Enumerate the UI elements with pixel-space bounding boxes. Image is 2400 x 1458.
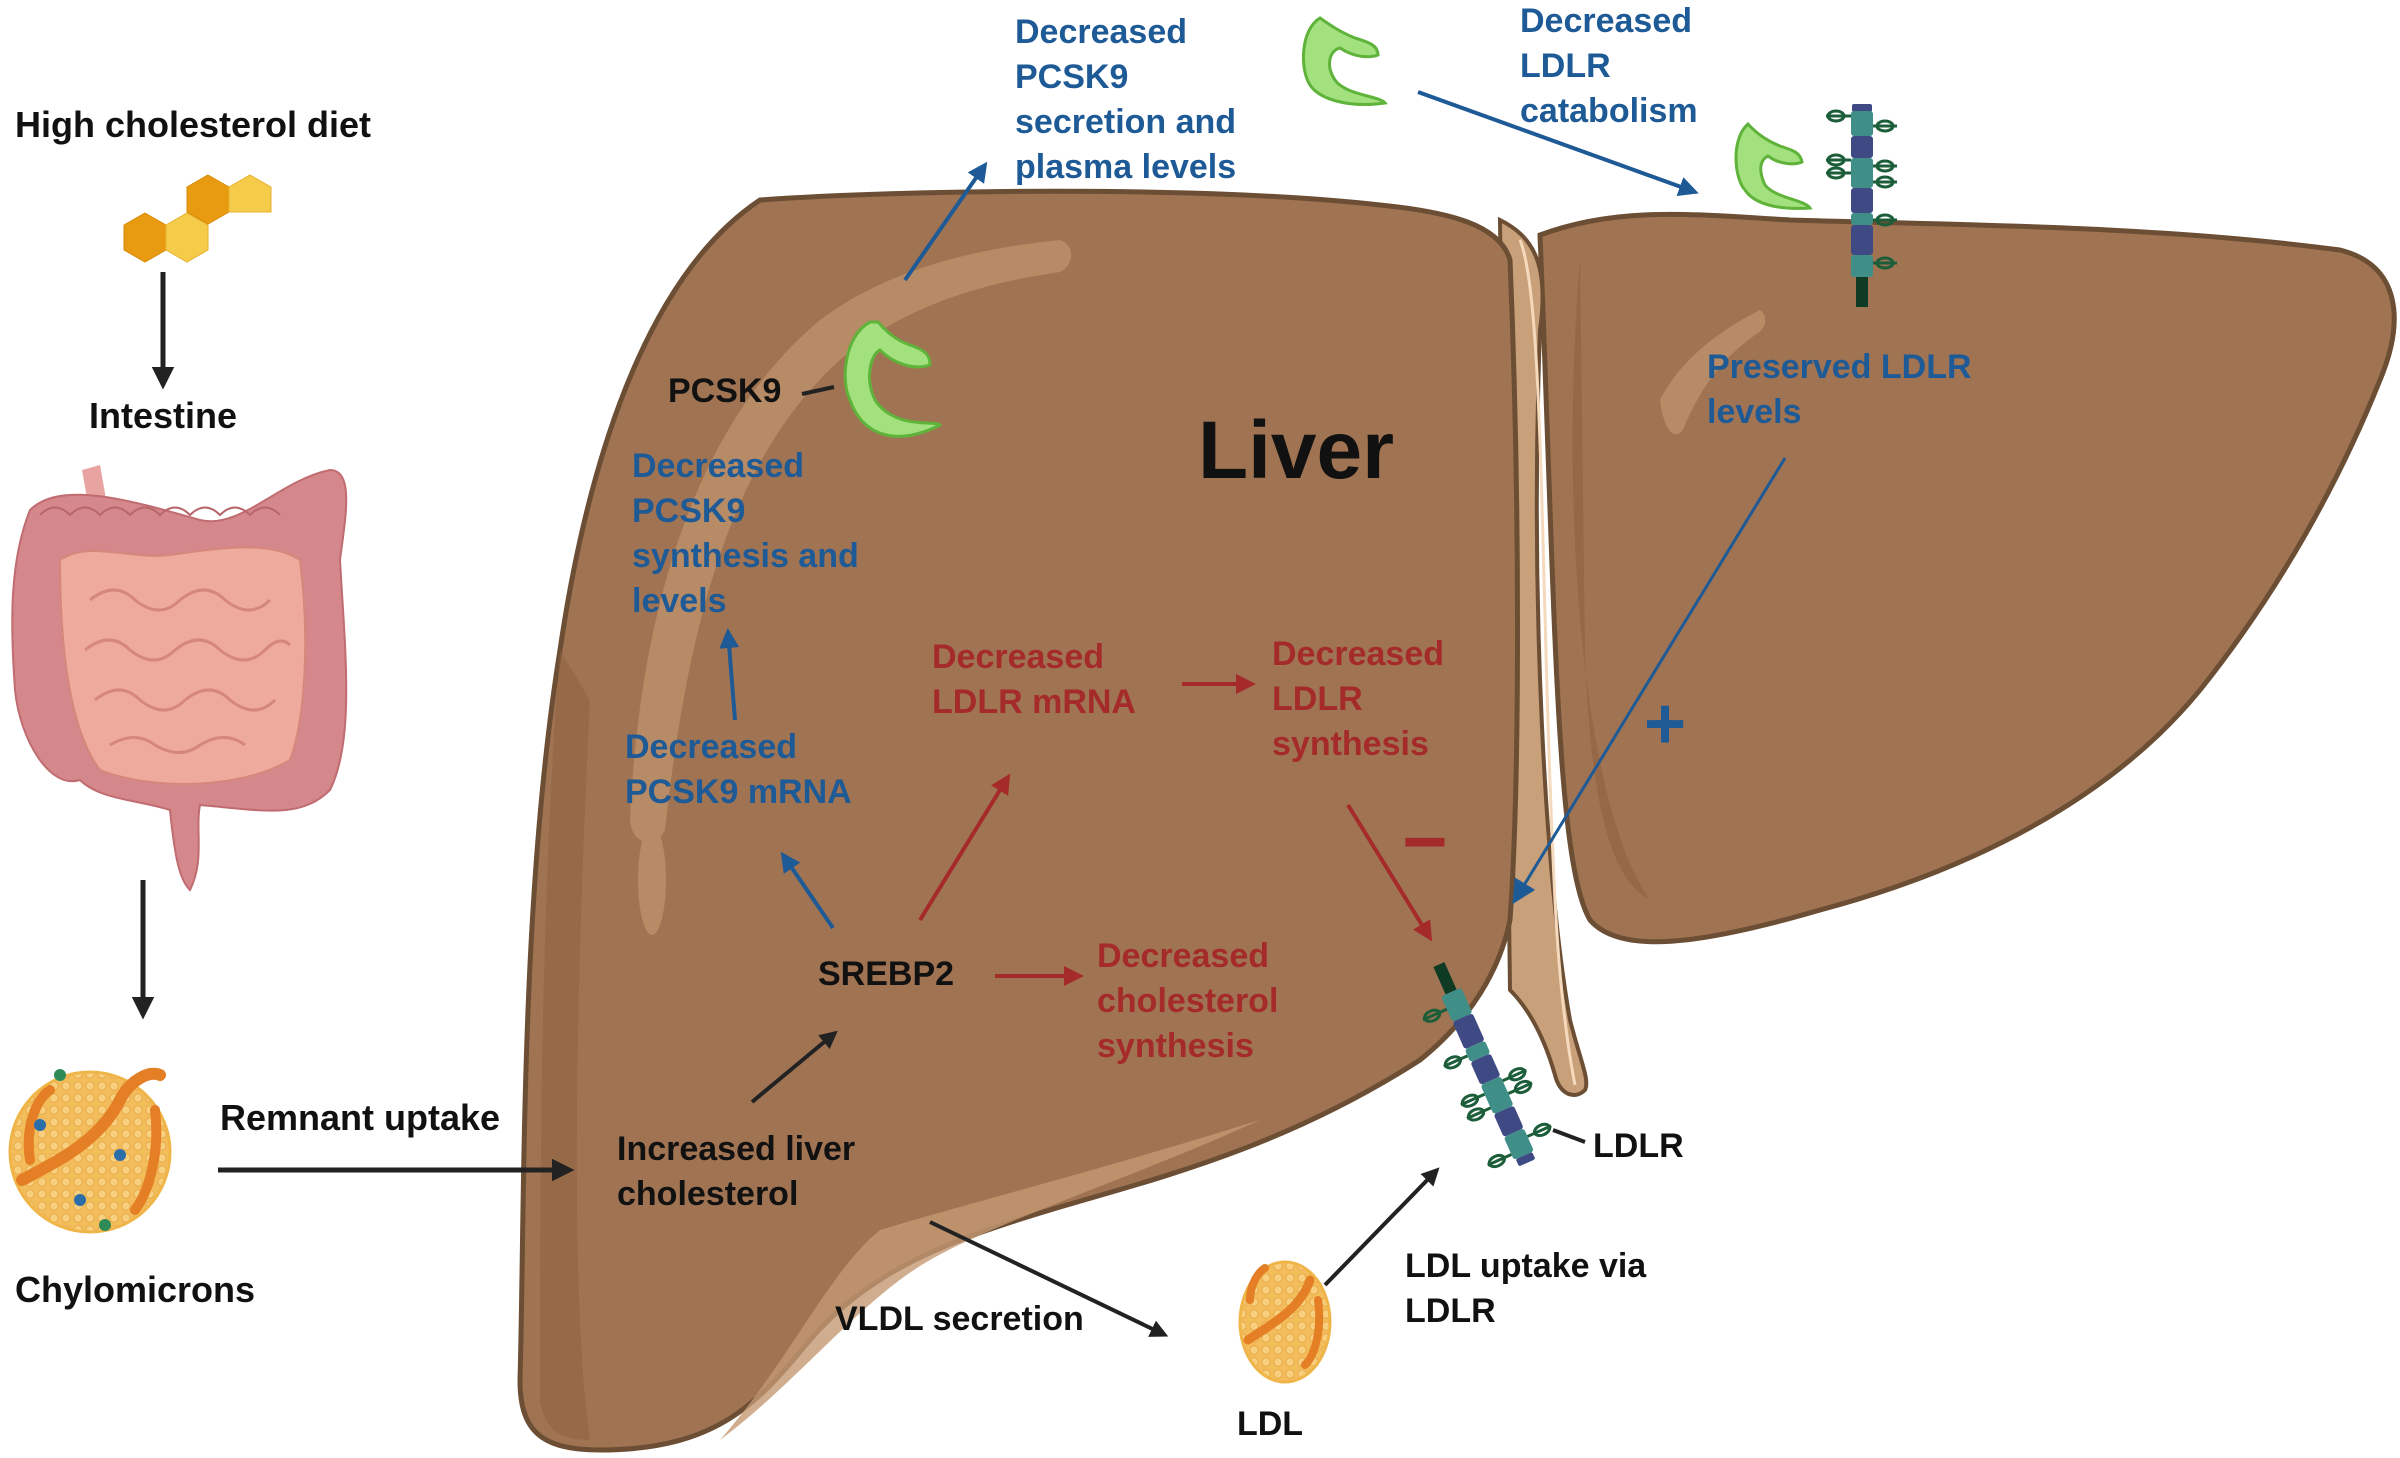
- svg-text:synthesis and: synthesis and: [632, 537, 859, 575]
- vldl-secretion-label: VLDL secretion: [835, 1300, 1084, 1338]
- plus-sign: +: [1644, 684, 1686, 764]
- arrow-ldlr-synthesis-to-receptor: [1346, 803, 1433, 942]
- svg-text:Decreased: Decreased: [1097, 937, 1269, 975]
- svg-text:LDLR: LDLR: [1520, 47, 1611, 85]
- arrow-vldl-secretion: [929, 1220, 1169, 1337]
- ldlr-mrna-text: Decreased LDLR mRNA: [932, 638, 1136, 721]
- pcsk9-mrna-text: Decreased PCSK9 mRNA: [625, 728, 852, 811]
- preserved-ldlr-text: Preserved LDLR levels: [1707, 348, 1972, 431]
- pcsk9-protein-icon: [843, 320, 943, 438]
- ldl-label: LDL: [1237, 1405, 1303, 1443]
- svg-text:synthesis: synthesis: [1097, 1027, 1254, 1065]
- pcsk9-synthesis-text: Decreased PCSK9 synthesis and levels: [632, 447, 859, 620]
- minus-sign: −: [1402, 797, 1448, 885]
- svg-text:levels: levels: [632, 582, 727, 620]
- svg-text:catabolism: catabolism: [1520, 92, 1698, 130]
- ldlr-catabolism-text: Decreased LDLR catabolism: [1520, 2, 1698, 130]
- arrow-srebp2-to-ldlr-mrna: [918, 773, 1011, 922]
- ldl-uptake-text: LDL uptake via LDLR: [1405, 1247, 1647, 1330]
- arrow-preserved-ldlr: [1512, 457, 1787, 905]
- pcsk9-secretion-text: Decreased PCSK9 secretion and plasma lev…: [1015, 13, 1236, 186]
- liver-title: Liver: [1198, 405, 1394, 496]
- svg-text:Decreased: Decreased: [1272, 635, 1444, 673]
- cholesterol-molecule-icon: [123, 174, 272, 263]
- chylomicrons-label: Chylomicrons: [15, 1269, 255, 1310]
- svg-text:PCSK9: PCSK9: [632, 492, 745, 530]
- liver-right-lobe: [1537, 211, 2397, 945]
- arrow-srebp2-to-pcsk9-mrna: [780, 851, 835, 930]
- svg-text:PCSK9: PCSK9: [1015, 58, 1128, 96]
- svg-text:synthesis: synthesis: [1272, 725, 1429, 763]
- arrow-cholesterol-to-srebp2: [750, 1030, 838, 1104]
- svg-text:levels: levels: [1707, 393, 1802, 431]
- arrow-ldlr-catabolism: [1417, 90, 1699, 196]
- svg-text:LDLR: LDLR: [1405, 1292, 1496, 1330]
- svg-text:Decreased: Decreased: [932, 638, 1104, 676]
- cholesterol-synthesis-text: Decreased cholesterol synthesis: [1097, 937, 1278, 1065]
- svg-text:plasma levels: plasma levels: [1015, 148, 1236, 186]
- pcsk9-label: PCSK9: [668, 372, 781, 410]
- svg-text:LDLR mRNA: LDLR mRNA: [932, 683, 1136, 721]
- liver-left-lobe: [517, 188, 1520, 1453]
- increased-cholesterol-text: Increased liver cholesterol: [617, 1130, 855, 1213]
- svg-text:Decreased: Decreased: [632, 447, 804, 485]
- svg-text:cholesterol: cholesterol: [617, 1175, 798, 1213]
- pcsk9-protein-icon: [1734, 121, 1813, 210]
- diet-label: High cholesterol diet: [15, 104, 371, 145]
- ldlr-synthesis-text: Decreased LDLR synthesis: [1272, 635, 1444, 763]
- arrow-pcsk9-secretion: [903, 161, 988, 282]
- pcsk9-protein-icon: [1301, 16, 1388, 106]
- chylomicron-particle-icon: [8, 1067, 172, 1234]
- svg-text:Decreased: Decreased: [1015, 13, 1187, 51]
- intestine-label: Intestine: [89, 395, 237, 436]
- ldlr-label: LDLR: [1593, 1127, 1684, 1165]
- ldlr-leader-line: [1552, 1128, 1586, 1144]
- intestine-icon: [11, 465, 348, 892]
- srebp2-label: SREBP2: [818, 955, 954, 993]
- arrow-ldl-uptake: [1323, 1167, 1440, 1287]
- arrow-mrna-to-synthesis: [719, 628, 740, 721]
- svg-text:Decreased: Decreased: [1520, 2, 1692, 40]
- liver-highlight: [630, 240, 1072, 843]
- liver-ligament: [1497, 216, 1589, 1097]
- svg-text:secretion and: secretion and: [1015, 103, 1236, 141]
- pcsk9-leader-line: [801, 385, 835, 396]
- svg-text:Preserved LDLR: Preserved LDLR: [1707, 348, 1972, 386]
- ldl-receptor-icon: [1422, 962, 1552, 1169]
- ldl-receptor-icon: [1826, 104, 1897, 307]
- svg-text:LDLR: LDLR: [1272, 680, 1363, 718]
- remnant-uptake-label: Remnant uptake: [220, 1097, 500, 1138]
- ldl-particle-icon: [1238, 1260, 1332, 1384]
- svg-text:cholesterol: cholesterol: [1097, 982, 1278, 1020]
- svg-text:Increased liver: Increased liver: [617, 1130, 855, 1168]
- svg-text:Decreased: Decreased: [625, 728, 797, 766]
- svg-text:LDL uptake via: LDL uptake via: [1405, 1247, 1647, 1285]
- svg-text:PCSK9 mRNA: PCSK9 mRNA: [625, 773, 852, 811]
- liver-illustration: [517, 188, 2397, 1453]
